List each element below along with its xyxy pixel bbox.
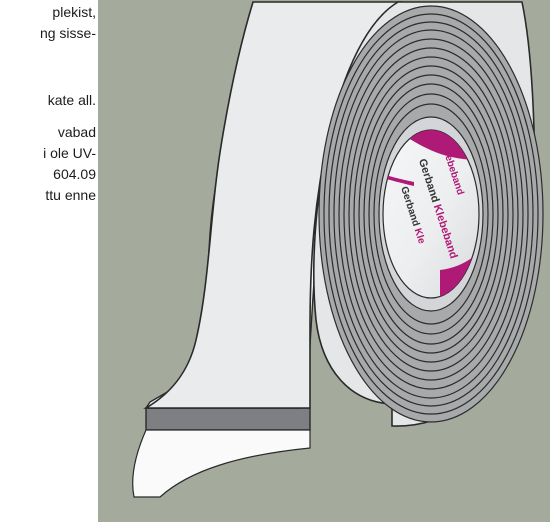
text-line: plekist, [52,4,96,21]
text-line: 604.09 [53,166,96,183]
white-tape-strip [133,430,310,497]
text-line: vabad [58,124,96,141]
text-line: ng sisse- [40,25,96,42]
tape-roll-svg: Gerband Klebeband Gerband Kle Klebeband [98,0,550,522]
text-line: ttu enne [45,187,96,204]
dark-tape-strip [146,408,310,430]
text-column: plekist, ng sisse- kate all. vabad i ole… [0,0,98,522]
text-line: kate all. [48,92,96,109]
text-line: i ole UV- [43,145,96,162]
tape-roll-illustration: Gerband Klebeband Gerband Kle Klebeband [98,0,550,522]
